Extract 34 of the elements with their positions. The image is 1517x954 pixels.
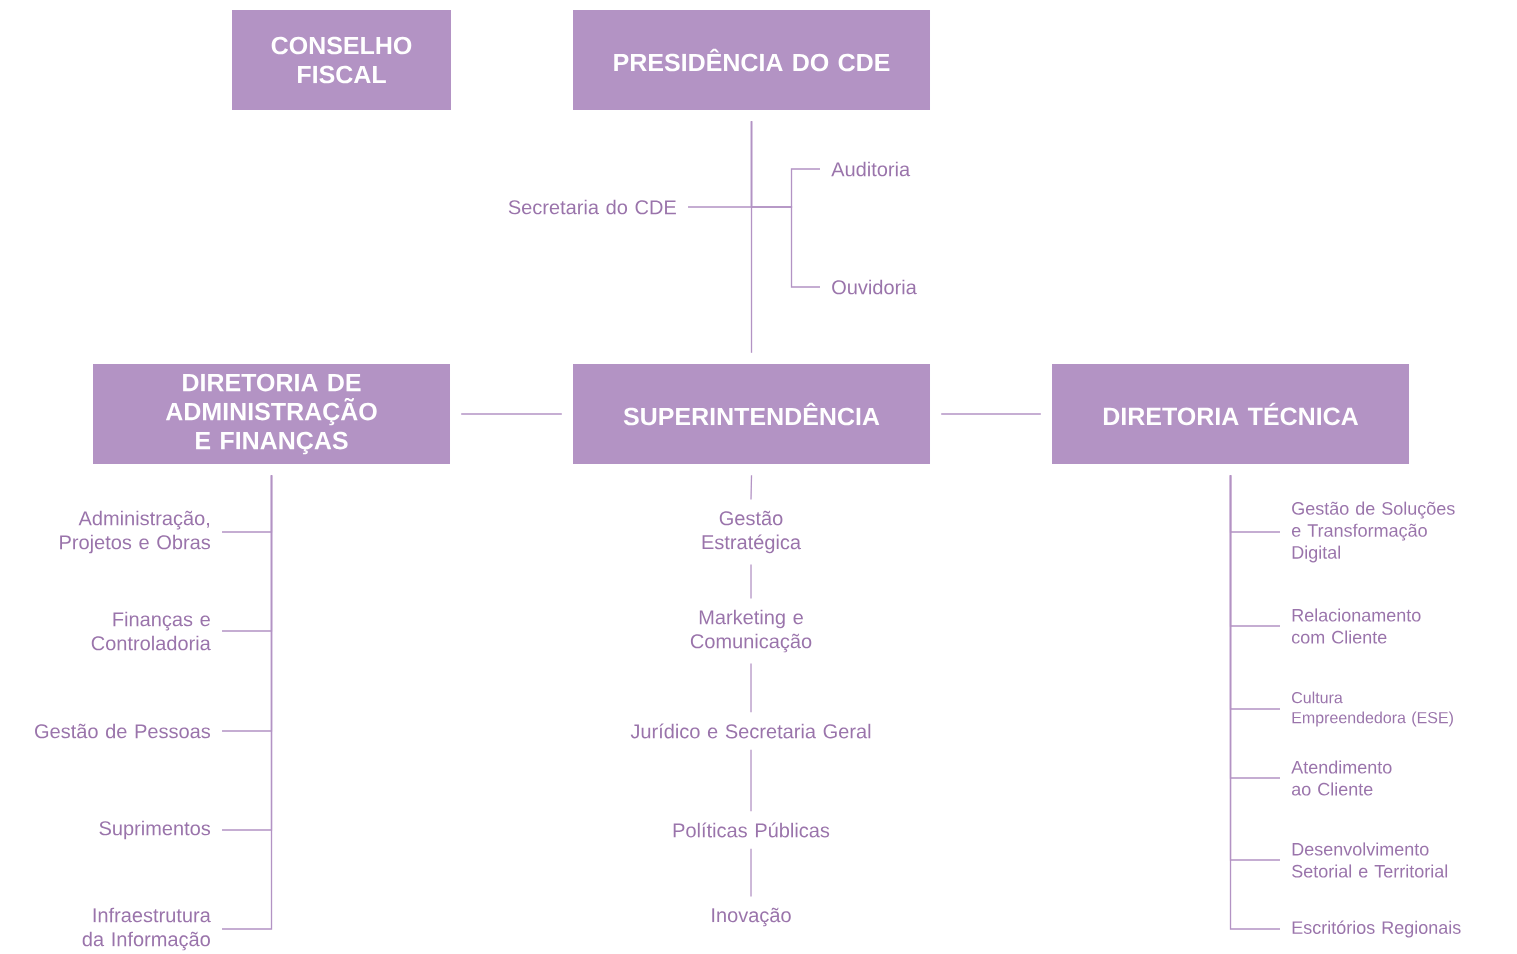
org-box: DIRETORIA TÉCNICA	[1052, 364, 1409, 464]
unit-label: Infraestrutura da Informação	[82, 907, 211, 951]
unit-label: Marketing e Comunicação	[690, 609, 812, 653]
unit-label: Secretaria do CDE	[508, 199, 676, 215]
connector-line	[750, 474, 753, 501]
connector-line	[750, 848, 752, 898]
unit-label: Inovação	[712, 907, 791, 927]
unit-label: Finanças e Controladoria	[91, 611, 211, 651]
unit-label: Escritórios Regionais	[1292, 920, 1461, 938]
connector-line	[750, 662, 752, 713]
unit-label: Administração, Projetos e Obras	[60, 510, 211, 554]
unit-label: Suprimentos	[99, 820, 211, 840]
unit-label: Atendimento ao Cliente	[1291, 760, 1392, 796]
org-box: PRESIDÊNCIA DO CDE	[573, 10, 930, 110]
connector-line	[750, 749, 752, 812]
unit-label: Desenvolvimento Setorial e Territorial	[1292, 842, 1448, 878]
unit-label: Gestão Estratégica	[702, 510, 802, 554]
connector-line	[1229, 474, 1281, 930]
unit-label: Gestão de Pessoas	[35, 723, 211, 739]
unit-label: Gestão de Soluções e Transformação Digital	[1292, 501, 1455, 563]
org-box: CONSELHO FISCAL	[232, 10, 451, 110]
connector-line	[750, 120, 821, 288]
org-box: DIRETORIA DE ADMINISTRAÇÃO E FINANÇAS	[93, 364, 450, 464]
org-box: SUPERINTENDÊNCIA	[573, 364, 930, 464]
unit-label: Cultura Empreendedora (ESE)	[1292, 691, 1453, 727]
unit-label: Políticas Públicas	[673, 822, 830, 838]
unit-label: Jurídico e Secretaria Geral	[630, 723, 871, 739]
connector-line	[940, 413, 1042, 415]
connector-line	[460, 413, 563, 415]
connector-line	[750, 563, 752, 600]
unit-label: Relacionamento com Cliente	[1292, 608, 1421, 644]
connector-line	[221, 474, 273, 930]
unit-label: Auditoria	[831, 161, 911, 177]
unit-label: Ouvidoria	[832, 279, 917, 295]
